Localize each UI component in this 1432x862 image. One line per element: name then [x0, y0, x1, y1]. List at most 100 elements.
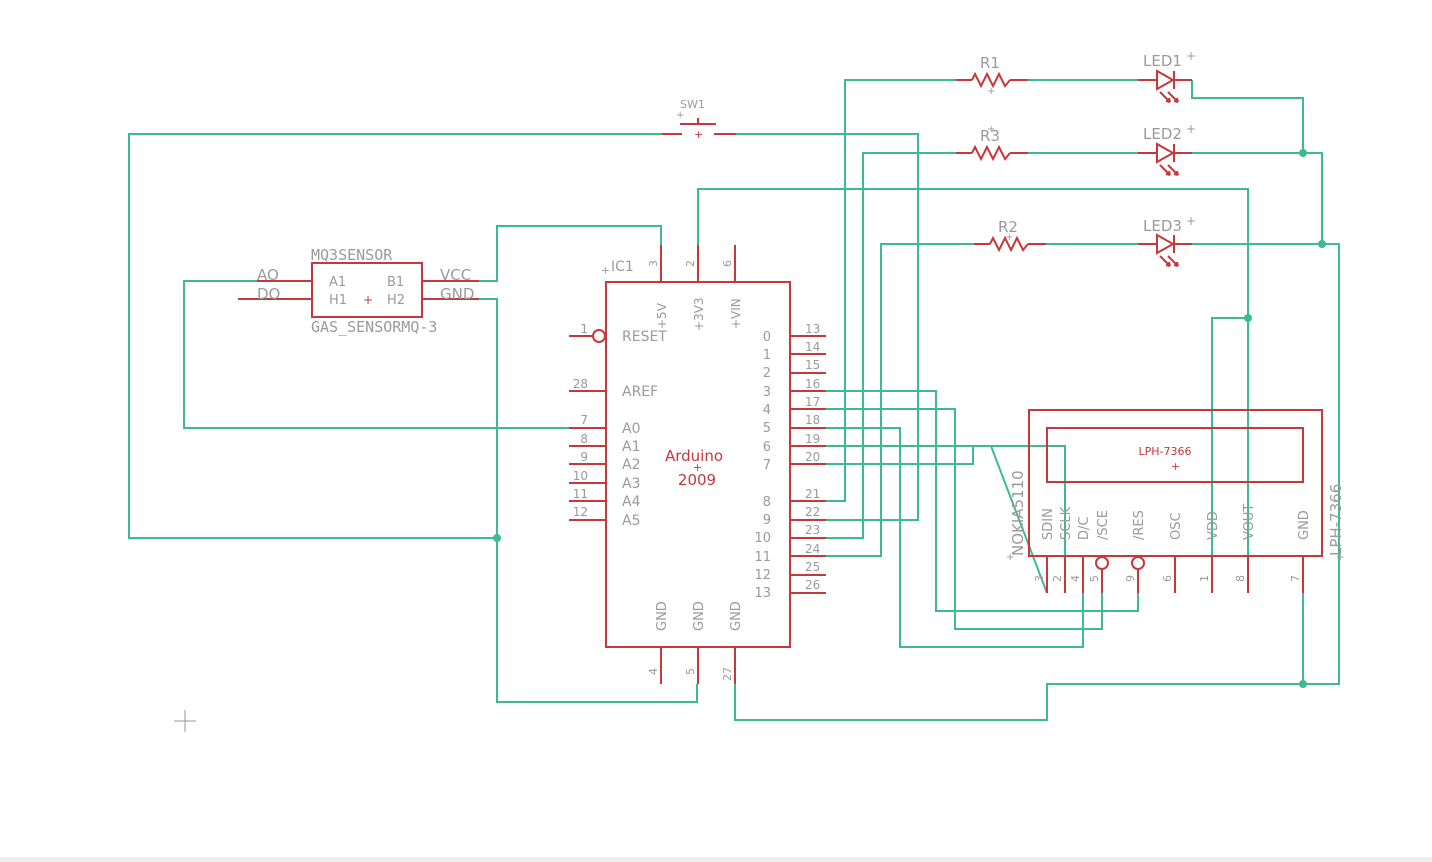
- wire-led2-k: [1192, 152, 1323, 244]
- wire-sw1-right: [736, 133, 919, 521]
- ic1-left-num: 1: [580, 322, 588, 336]
- ic1-left-num: 9: [580, 450, 588, 464]
- wire-d7: [826, 445, 1066, 593]
- lcd-nokia5110[interactable]: LPH-7366 + NOKIA5110 + LPH-7366 + SDIN S…: [1006, 409, 1345, 593]
- lcd-pin-num: 3: [1033, 575, 1046, 582]
- led1-triangle: [1156, 69, 1176, 91]
- ic1-bottom-num: 27: [721, 667, 734, 681]
- led-led1[interactable]: LED1 +: [1138, 49, 1196, 103]
- ic1-left-label: A3: [622, 476, 640, 492]
- led1-arrow-1: [1159, 91, 1171, 103]
- junction-dot: [1299, 149, 1307, 157]
- ic1-right-label: 7: [763, 458, 771, 473]
- ic1-left-num: 11: [573, 487, 588, 501]
- ic1-right-num: 16: [805, 377, 820, 391]
- led2-ref: LED2: [1143, 125, 1182, 143]
- switch-sw1[interactable]: SW1 + +: [662, 98, 736, 141]
- ic1-right-label: 5: [763, 421, 771, 436]
- lcd-pin-num: 9: [1124, 575, 1137, 582]
- sensor-inner-b1: B1: [387, 275, 404, 290]
- led3-arrow-1: [1159, 255, 1171, 267]
- lcd-pin-label: /RES: [1132, 510, 1147, 540]
- ic1-left-num: 12: [573, 505, 588, 519]
- ic1-top-label: +3V3: [692, 297, 706, 331]
- wire-3v3: [697, 188, 1249, 593]
- ic1-top-num: 3: [647, 260, 660, 267]
- ic1-top-label: +VIN: [729, 298, 743, 329]
- ic1-left-label: A4: [622, 494, 641, 510]
- resistor-r2[interactable]: R2 +: [974, 218, 1046, 253]
- wire-vdd: [1211, 317, 1248, 593]
- r1-ref: R1: [980, 54, 1000, 72]
- ic1-left-label: AREF: [622, 384, 658, 400]
- led1-arrow-2: [1167, 91, 1179, 103]
- r3-ref: R3: [980, 127, 1000, 145]
- sw1-origin-mark: +: [676, 110, 684, 121]
- wire-led1-k: [1191, 80, 1304, 153]
- ic1-right-label: 3: [763, 385, 771, 400]
- junction-dot: [1299, 680, 1307, 688]
- ic1-right-label: 10: [754, 531, 771, 546]
- sensor-name: MQ3SENSOR: [311, 246, 393, 264]
- ic1-right-label: 0: [763, 330, 771, 345]
- ic1-right-num: 14: [805, 340, 820, 354]
- led-led2[interactable]: LED2 +: [1138, 122, 1196, 176]
- led2-arrow-2: [1167, 164, 1179, 176]
- lcd-pin-num: 6: [1161, 575, 1174, 582]
- lcd-center-mark: +: [1171, 460, 1180, 473]
- resistor-r3[interactable]: R3 +: [956, 124, 1028, 162]
- lcd-pin-label: D/C: [1077, 517, 1092, 540]
- led1-plus: +: [1186, 49, 1196, 63]
- r3-origin-mark: +: [987, 124, 995, 135]
- ic1-right-num: 24: [805, 542, 820, 556]
- lcd-screen-label: LPH-7366: [1139, 445, 1192, 458]
- lcd-pin-num: 5: [1088, 575, 1101, 582]
- ic1-top-label: +5V: [655, 302, 669, 329]
- resistor-r1[interactable]: R1 +: [956, 54, 1028, 97]
- ic1-right-num: 19: [805, 432, 820, 446]
- ic1-right-label: 12: [754, 568, 771, 583]
- wire-d5: [826, 427, 1084, 648]
- ic1-bottom-label: GND: [692, 601, 707, 631]
- r2-ref: R2: [998, 218, 1018, 236]
- sensor-inner-a1: A1: [329, 275, 346, 290]
- lcd-pin-num: 7: [1289, 575, 1302, 582]
- lcd-value: LPH-7366: [1327, 484, 1345, 556]
- ic1-bottom-label: GND: [655, 601, 670, 631]
- led3-plus: +: [1186, 214, 1196, 228]
- lcd-sce-bubble: [1095, 556, 1109, 570]
- ic1-left-label: A2: [622, 457, 640, 473]
- lcd-name-mark: +: [1006, 552, 1014, 563]
- gas-sensor-mq3[interactable]: MQ3SENSOR GAS_SENSORMQ-3 A1 B1 H1 H2 + A…: [238, 246, 479, 336]
- ic1-right-num: 15: [805, 358, 820, 372]
- wire-gnd27: [734, 243, 1340, 721]
- ic1-left-label: RESET: [622, 329, 667, 345]
- lcd-screen: [1046, 427, 1304, 483]
- junction-dot: [1244, 314, 1252, 322]
- arduino-ic1[interactable]: IC1 + Arduino 2009 + 3 2 6 +5V +3V3 +VIN…: [569, 245, 826, 684]
- ic1-value-line2: 2009: [678, 471, 716, 489]
- status-bar: [0, 857, 1432, 862]
- ic1-right-num: 25: [805, 560, 820, 574]
- junctions: [493, 149, 1326, 688]
- r3-zigzag: [971, 144, 1011, 162]
- led-led3[interactable]: LED3 +: [1138, 214, 1196, 267]
- led2-triangle: [1156, 142, 1176, 164]
- sw1-ref: SW1: [680, 98, 705, 111]
- led3-arrow-2: [1167, 255, 1179, 267]
- led3-ref: LED3: [1143, 217, 1182, 235]
- lcd-pin-num: 1: [1198, 575, 1211, 582]
- ic1-reset-bubble: [592, 329, 606, 343]
- wire-d3: [826, 390, 1139, 612]
- ic1-left-label: A5: [622, 513, 640, 529]
- wire-d8: [826, 79, 956, 502]
- lcd-pin-label: VDD: [1206, 511, 1221, 540]
- led2-arrow-1: [1159, 164, 1171, 176]
- ic1-right-num: 18: [805, 413, 820, 427]
- crosshair-cursor-icon: [174, 710, 196, 732]
- ic1-right-num: 20: [805, 450, 820, 464]
- ic1-right-label: 8: [763, 495, 771, 510]
- ic1-right-num: 13: [805, 322, 820, 336]
- ic1-top-num: 6: [721, 260, 734, 267]
